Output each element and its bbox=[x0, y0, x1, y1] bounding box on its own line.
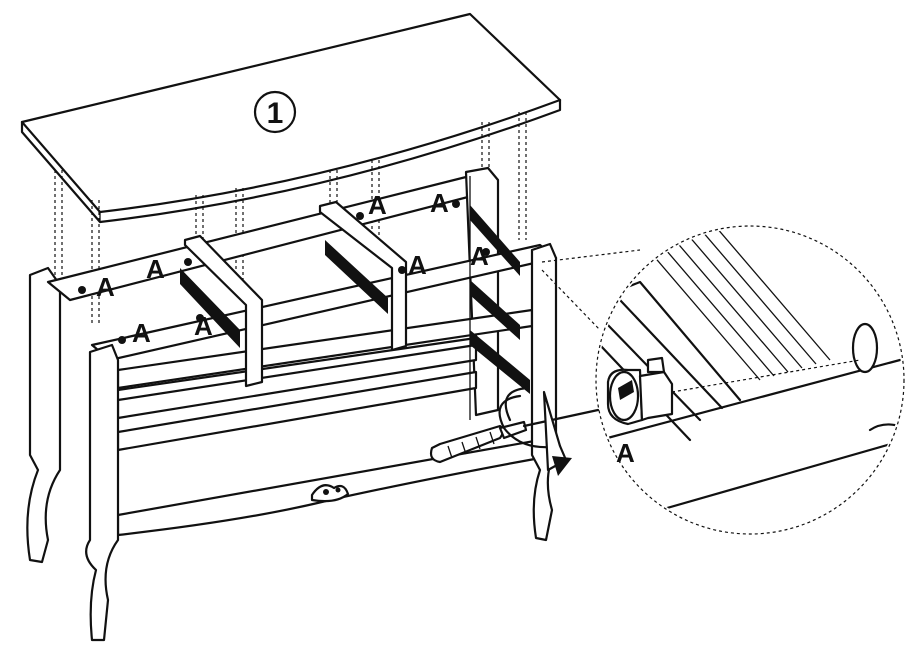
part-a-label: A bbox=[470, 241, 489, 271]
cam-lock-fitting bbox=[606, 356, 861, 426]
cam-lock-label: A bbox=[616, 438, 635, 468]
part-a-labels: A A A A A A A A bbox=[96, 188, 489, 348]
cabinet-frame bbox=[26, 166, 558, 642]
part-a-label: A bbox=[132, 318, 151, 348]
step-number-badge: 1 bbox=[253, 90, 297, 134]
part-a-label: A bbox=[368, 190, 387, 220]
part-a-label: A bbox=[194, 311, 213, 341]
drawer-slides bbox=[180, 205, 530, 394]
part-a-label: A bbox=[146, 254, 165, 284]
part-a-label: A bbox=[96, 272, 115, 302]
part-a-label: A bbox=[430, 188, 449, 218]
screwdriver-tool bbox=[429, 408, 600, 464]
cam-lock-markers bbox=[78, 200, 490, 344]
apron-carving-ornament bbox=[310, 484, 350, 503]
detail-zoom-callout: A bbox=[541, 225, 905, 535]
step-number: 1 bbox=[267, 97, 284, 130]
rotation-arrow bbox=[498, 386, 572, 476]
part-a-label: A bbox=[408, 250, 427, 280]
